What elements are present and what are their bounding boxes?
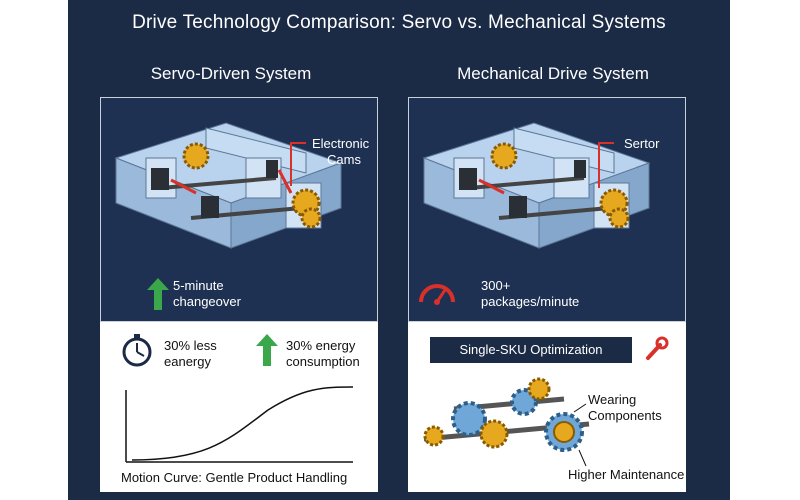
servo-machine-illustration — [114, 122, 343, 249]
motion-curve-caption: Motion Curve: Gentle Product Handling — [121, 470, 348, 485]
stopwatch-icon — [122, 334, 152, 367]
arrow-up-icon — [147, 278, 169, 310]
mechanical-heading: Mechanical Drive System — [457, 64, 649, 83]
electronic-cams-label: Electronic Cams — [312, 136, 370, 167]
speed-label: 300+ packages/minute — [481, 278, 580, 309]
changeover-label: 5-minute changeover — [173, 278, 241, 309]
higher-maintenance-label: Higher Maintenance — [568, 467, 685, 482]
wearing-components-label: Wearing Components — [588, 392, 662, 423]
servo-benefits-box: 30% less eanergy 30% energy consumption … — [100, 322, 378, 492]
motion-curve-line — [131, 386, 354, 461]
energy-less-label: 30% less eanergy — [164, 338, 217, 369]
sertor-label: Sertor — [624, 136, 660, 151]
single-sku-badge: Single-SKU Optimization — [430, 337, 632, 363]
mechanical-drawbacks-box: Single-SKU Optimization Wearing Componen… — [408, 322, 686, 492]
motion-curve-chart — [125, 386, 354, 463]
arrow-up-icon — [256, 334, 278, 366]
energy-consumption-label: 30% energy consumption — [286, 338, 360, 369]
gear-train-illustration — [423, 377, 590, 467]
infographic: Drive Technology Comparison: Servo vs. M… — [68, 0, 730, 500]
mechanical-machine-panel: Sertor 300+ packages/minute — [408, 97, 686, 322]
speedometer-icon — [419, 284, 455, 305]
servo-machine-panel: Electronic Cams 5-minute changeover — [100, 97, 378, 322]
page-title: Drive Technology Comparison: Servo vs. M… — [132, 12, 666, 33]
wrench-icon — [646, 336, 669, 360]
servo-heading: Servo-Driven System — [150, 64, 312, 83]
mechanical-machine-illustration — [422, 122, 651, 249]
